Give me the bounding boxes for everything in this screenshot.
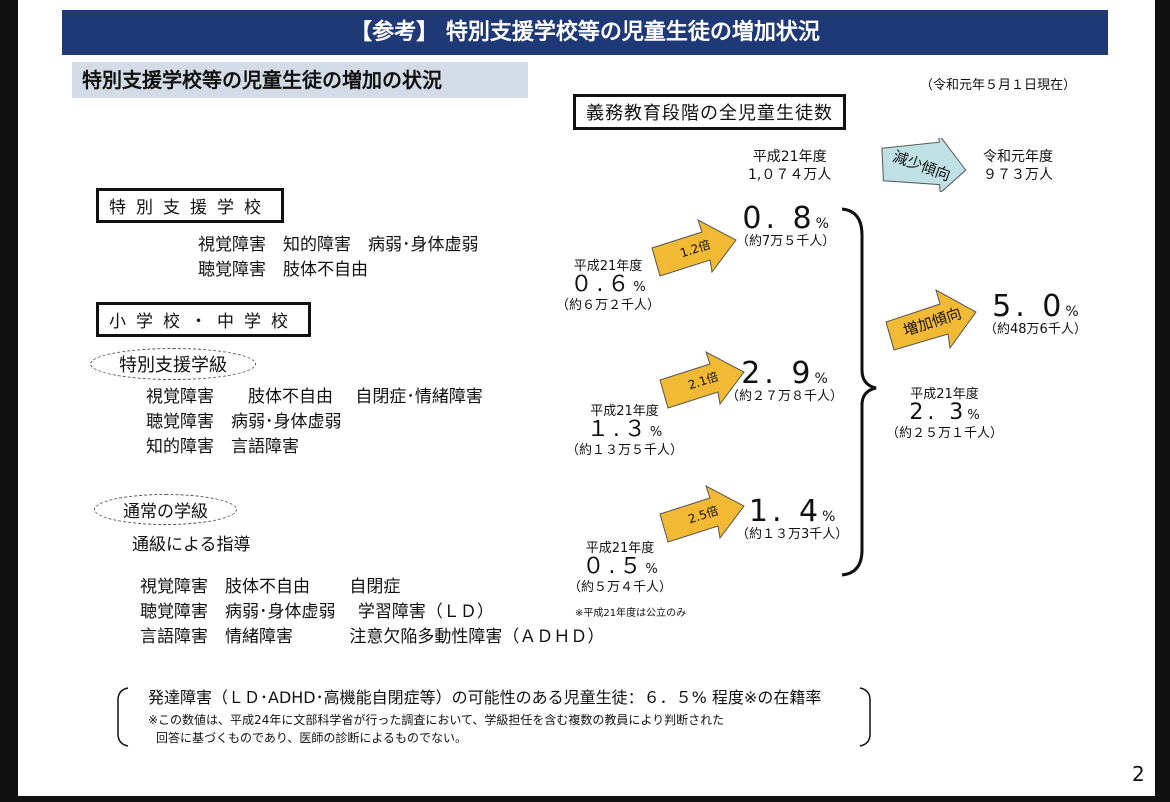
footer-main: 発達障害（ＬＤ･ADHD･高機能自閉症等）の可能性のある児童生徒：６．５% 程度… <box>148 688 822 707</box>
row-year: 平成21年度 <box>585 541 655 556</box>
regular-disabilities: 聴覚障害 病弱･身体虚弱 学習障害（ＬＤ） <box>140 602 494 622</box>
row-year: 平成21年度 <box>590 404 659 419</box>
total-year: 平成21年度 <box>910 387 979 402</box>
regular-disabilities: 視覚障害 肢体不自由 自閉症 <box>140 577 401 597</box>
total-before-pct: 2. 3 <box>909 400 968 425</box>
row-before-pct: ０.５ <box>582 554 646 579</box>
increase-arrow-icon: 2.1倍 <box>658 350 748 410</box>
footer-note: ※この数値は、平成24年に文部科学省が行った調査において、学級担任を含む複数の教… <box>148 713 725 727</box>
row-after-pct: 0. 8 <box>742 201 816 236</box>
row-before-pct: １.３ <box>586 417 650 442</box>
school-disabilities: 聴覚障害 肢体不自由 <box>198 260 368 280</box>
increase-trend-arrow-icon: 増加傾向 <box>884 288 980 354</box>
total-before-count: （約２５万１千人） <box>886 426 1004 441</box>
compulsory-before-value: 1,０７４万人 <box>748 167 832 183</box>
row-after-count: （約１３万3千人） <box>736 527 849 542</box>
brace-icon <box>841 207 877 577</box>
row-after-count: （約２７万８千人） <box>726 389 844 404</box>
special-school-label: 特別支援学校 <box>96 188 284 223</box>
row-after-pct: 2. 9 <box>741 356 815 391</box>
decrease-arrow-icon: 減少傾向 <box>876 132 968 194</box>
row-before-count: （約５万４千人） <box>568 580 673 595</box>
right-paren-icon <box>859 687 871 747</box>
class-disabilities: 聴覚障害 病弱･身体虚弱 <box>146 412 342 432</box>
row-after-pct: 1. 4 <box>748 494 823 529</box>
compulsory-after-value: ９７３万人 <box>983 167 1053 183</box>
row-before-pct: ０.６ <box>570 272 634 297</box>
compulsory-label: 義務教育段階の全児童生徒数 <box>573 94 846 130</box>
regular-disabilities: 言語障害 情緒障害 注意欠陥多動性障害（ＡＤＨＤ） <box>140 627 605 647</box>
regular-class-label: 通常の学級 <box>94 494 237 525</box>
row-after-count: （約7万５千人） <box>736 234 836 249</box>
elementary-junior-label: 小学校・中学校 <box>96 302 311 337</box>
school-disabilities: 視覚障害 知的障害 病弱･身体虚弱 <box>198 235 479 255</box>
section-subtitle: 特別支援学校等の児童生徒の増加の状況 <box>72 62 528 98</box>
resource-room-label: 通級による指導 <box>132 535 251 555</box>
left-paren-icon <box>117 687 129 747</box>
increase-arrow-icon: 1.2倍 <box>650 218 740 278</box>
row-before-count: （約６万２千人） <box>556 298 661 313</box>
compulsory-after-year: 令和元年度 <box>983 149 1053 165</box>
increase-arrow-icon: 2.5倍 <box>658 484 748 544</box>
row-year: 平成21年度 <box>573 259 643 274</box>
total-after-pct: 5. 0 <box>992 289 1066 324</box>
special-class-label: 特別支援学級 <box>90 348 256 380</box>
public-only-note: ※平成21年度は公立のみ <box>575 608 687 619</box>
total-after-count: （約48万6千人） <box>984 322 1087 337</box>
class-disabilities: 視覚障害 肢体不自由 自閉症･情緒障害 <box>146 387 483 407</box>
row-before-count: （約１３万５千人） <box>566 443 684 458</box>
slide: 【参考】 特別支援学校等の児童生徒の増加状況 特別支援学校等の児童生徒の増加の状… <box>18 0 1155 796</box>
compulsory-before-year: 平成21年度 <box>752 149 827 165</box>
as-of-date: （令和元年５月１日現在） <box>920 78 1077 93</box>
slide-title: 【参考】 特別支援学校等の児童生徒の増加状況 <box>62 10 1108 55</box>
page-number: 2 <box>1132 762 1145 786</box>
class-disabilities: 知的障害 言語障害 <box>146 437 299 457</box>
footer-note: 回答に基づくものであり、医師の診断によるものでない。 <box>156 731 468 745</box>
